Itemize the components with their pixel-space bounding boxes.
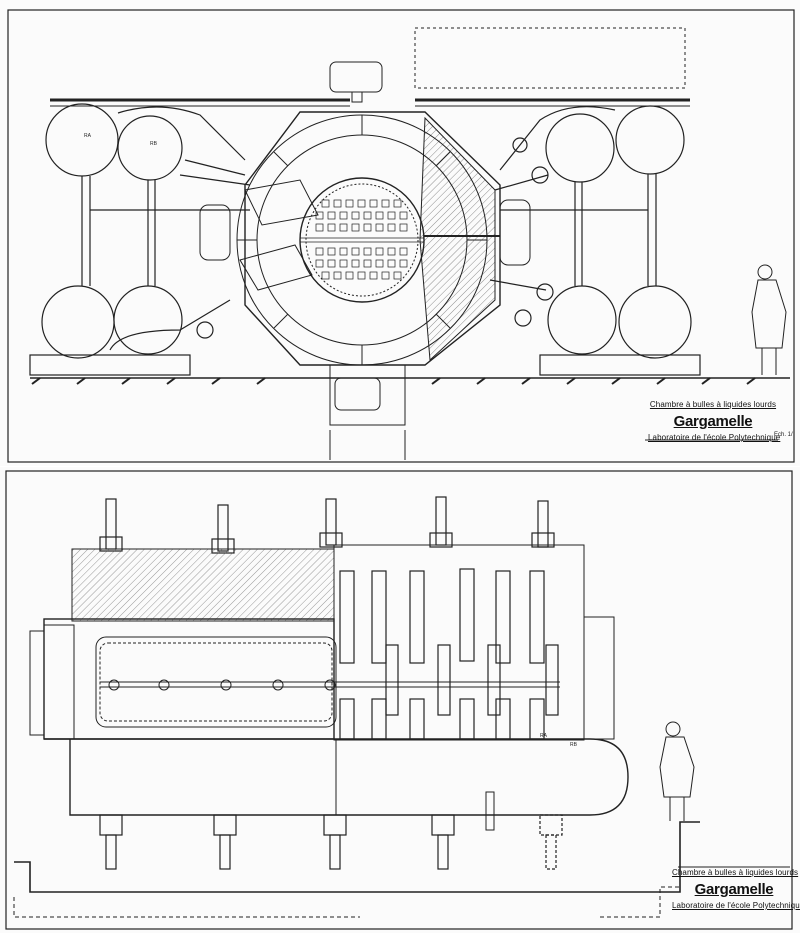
person-scale-figure-bottom xyxy=(659,721,695,821)
caption-title: Gargamelle xyxy=(673,413,753,430)
caption-title: Gargamelle xyxy=(694,881,774,898)
drawing-sheet-front-elevation: RA RB Chambre à bulles à liquides lourds… xyxy=(0,0,800,466)
hatched-yoke xyxy=(419,116,496,362)
title-block-bottom: Chambre à bulles à liquides lourds Garga… xyxy=(672,868,800,910)
side-elevation-drawing xyxy=(5,470,793,930)
porthole-grid xyxy=(300,199,424,280)
caption-subtitle: Chambre à bulles à liquides lourds xyxy=(672,868,799,877)
expansion-ports-left xyxy=(199,179,531,291)
magnet-body xyxy=(244,111,501,366)
caption-laboratory: Laboratoire de l'école Polytechnique xyxy=(648,433,781,442)
caption-laboratory: Laboratoire de l'école Polytechnique xyxy=(672,901,800,910)
part-label-ra: RA xyxy=(540,733,547,739)
foundation-dashed xyxy=(13,886,680,918)
lower-vessel xyxy=(44,738,629,816)
tie-rods-bottom xyxy=(99,814,563,870)
chamber-ports xyxy=(108,679,336,691)
part-label-rb: RB xyxy=(570,742,577,748)
ground-profile xyxy=(14,821,700,893)
sphere-label-rb: RB xyxy=(150,141,157,147)
sphere-label-ra: RA xyxy=(84,133,91,139)
sheet-border xyxy=(7,9,795,463)
expansion-tanks-left xyxy=(29,103,251,376)
front-elevation-drawing xyxy=(7,9,795,463)
upper-yoke xyxy=(71,548,335,622)
chamber-window xyxy=(299,177,425,303)
sheet-border xyxy=(5,470,793,930)
top-lifting-lug xyxy=(329,61,383,93)
right-base-frame xyxy=(539,354,701,376)
coil-bars xyxy=(339,568,559,740)
person-scale-figure-top xyxy=(751,264,787,375)
bottom-pedestal xyxy=(329,364,406,426)
drawing-sheet-side-elevation: RA RB Chambre à bulles à liquides lourds… xyxy=(0,467,800,933)
scale-note: Ech. 1/ xyxy=(774,432,793,438)
upper-enclosure xyxy=(414,27,686,89)
ground-hatch xyxy=(31,377,756,385)
caption-subtitle: Chambre à bulles à liquides lourds xyxy=(649,400,777,409)
expansion-tanks-right xyxy=(489,105,701,376)
left-base-frame xyxy=(29,354,191,376)
title-block-top: Chambre à bulles à liquides lourds Garga… xyxy=(648,400,781,442)
end-flange xyxy=(43,624,75,740)
